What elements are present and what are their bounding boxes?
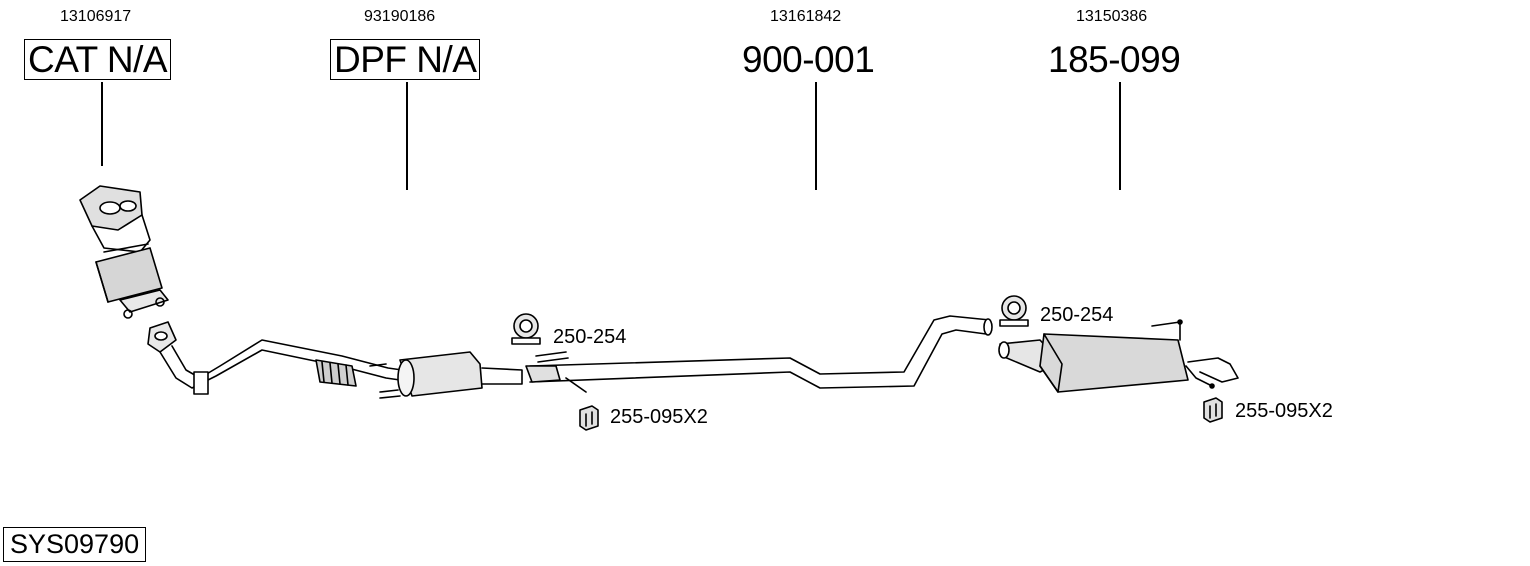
leader-line [1119, 82, 1121, 190]
part-code-rear[interactable]: 185-099 [1048, 39, 1181, 80]
clamp-icon [999, 295, 1029, 327]
middle-pipe-drawing [525, 315, 993, 393]
rubber-mount-icon [1203, 397, 1223, 423]
leader-line [101, 82, 103, 166]
system-code: SYS09790 [3, 527, 147, 562]
part-code-middle[interactable]: 900-001 [742, 39, 875, 80]
front-pipe-drawing [159, 339, 523, 399]
clamp-label[interactable]: 250-254 [1040, 304, 1114, 326]
part-code-dpf[interactable]: DPF N/A [330, 39, 481, 80]
rear-silencer-drawing [998, 319, 1239, 393]
clamp-label[interactable]: 250-254 [553, 326, 627, 348]
oem-number-middle: 13161842 [770, 8, 842, 25]
oem-number-cat: 13106917 [60, 8, 132, 25]
oem-number-rear: 13150386 [1076, 8, 1148, 25]
leader-line [406, 82, 408, 190]
rubber-mount-label[interactable]: 255-095X2 [610, 406, 708, 428]
rubber-mount-icon [579, 405, 599, 431]
rubber-mount-label[interactable]: 255-095X2 [1235, 400, 1333, 422]
clamp-icon [511, 313, 541, 345]
leader-line [815, 82, 817, 190]
catalytic-converter-drawing [79, 185, 177, 353]
part-code-cat[interactable]: CAT N/A [24, 39, 172, 80]
oem-number-dpf: 93190186 [364, 8, 436, 25]
